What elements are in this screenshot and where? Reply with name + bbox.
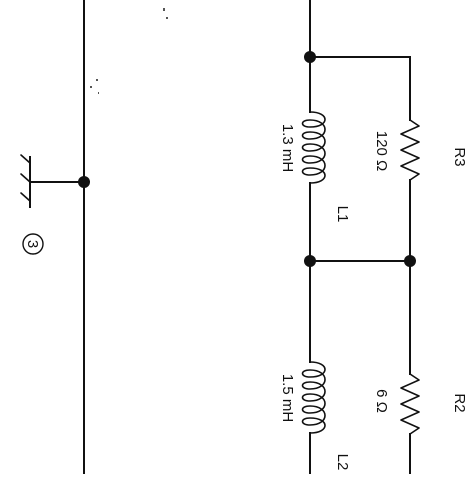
ground-symbol <box>20 154 85 208</box>
scan-specks <box>90 8 168 94</box>
r3-designator: R3 <box>451 147 468 166</box>
resistor-r2-zigzag <box>400 373 420 435</box>
node-marker-circle <box>22 233 44 255</box>
junction-node-middle-right <box>404 255 416 267</box>
inductor-l2-coil <box>301 361 326 434</box>
r2-designator: R2 <box>451 393 468 412</box>
l1-designator: L1 <box>334 206 351 223</box>
l2-designator: L2 <box>334 454 351 471</box>
inductor-l1-coil <box>301 111 326 184</box>
junction-node-middle-left <box>304 255 316 267</box>
l1-value: 1.3 mH <box>279 124 296 172</box>
junction-node-ground <box>78 176 90 188</box>
r2-value: 6 Ω <box>373 389 390 413</box>
resistor-r3-zigzag <box>400 119 420 181</box>
l2-value: 1.5 mH <box>279 374 296 422</box>
r3-value: 120 Ω <box>373 131 390 171</box>
node-marker: 3 <box>22 233 44 255</box>
junction-node-top <box>304 51 316 63</box>
node-marker-label: 3 <box>24 240 41 248</box>
